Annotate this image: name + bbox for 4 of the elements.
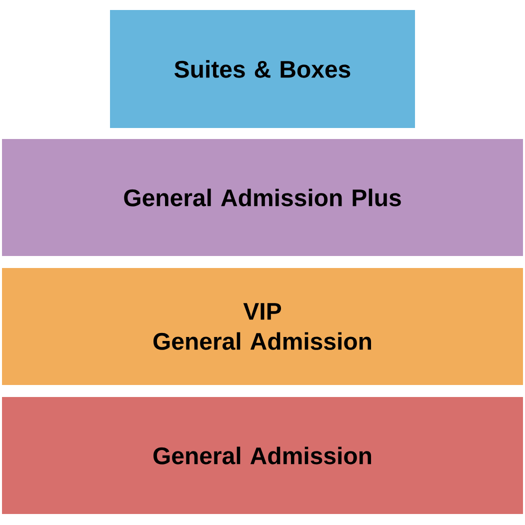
seating-section: VIP General Admission bbox=[2, 268, 523, 385]
seating-section: General Admission bbox=[2, 397, 523, 514]
seating-section: Suites & Boxes bbox=[110, 10, 415, 128]
seating-section: General Admission Plus bbox=[2, 139, 523, 256]
